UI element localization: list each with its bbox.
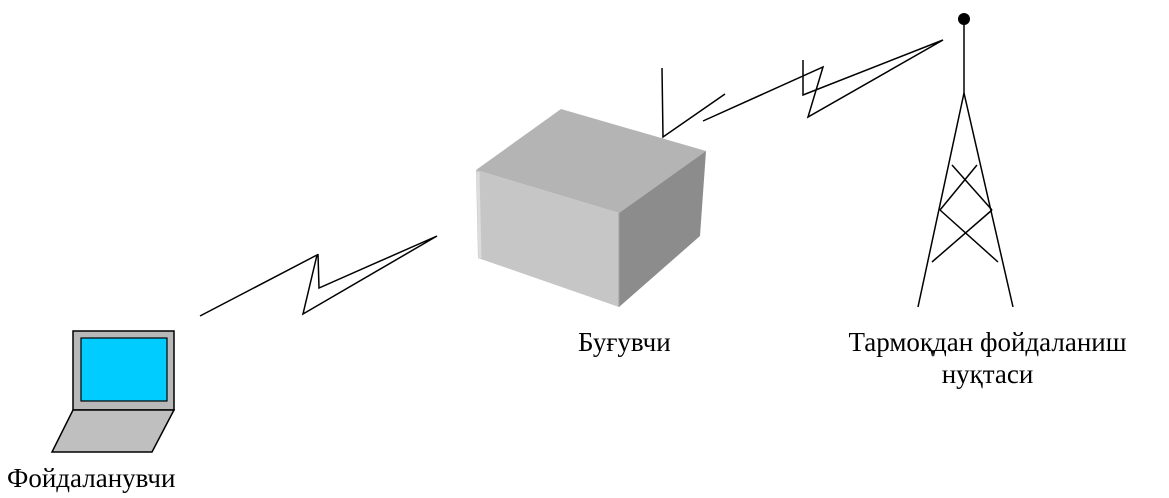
- antenna-icon: [661, 67, 726, 139]
- repeater-label: Буғувчи: [578, 327, 671, 357]
- access-point-label: Тармоқдан фойдаланиш нуқтаси: [815, 326, 1160, 390]
- user-label: Фойдаланувчи: [7, 463, 176, 493]
- laptop-icon: [50, 330, 176, 453]
- wireless-link-repeater-ap: [702, 39, 944, 122]
- access-point-label-line2: нуқтаси: [941, 359, 1034, 389]
- wireless-link-user-repeater: [199, 235, 438, 317]
- tower-leg-right: [963, 92, 1014, 308]
- laptop-base: [50, 409, 176, 453]
- box-front-edge: [476, 171, 482, 259]
- tower-brace: [939, 164, 978, 211]
- tower-brace: [931, 209, 993, 263]
- box-side: [619, 151, 706, 307]
- box-front: [476, 170, 619, 307]
- box-top: [476, 109, 706, 213]
- tower-leg-left: [917, 92, 965, 308]
- access-point-label-line1: Тармоқдан фойдаланиш: [848, 327, 1127, 357]
- box-icon: [476, 109, 706, 307]
- radio-tower-icon: [917, 13, 1014, 308]
- tower-brace: [939, 209, 999, 263]
- tower-brace: [951, 164, 993, 211]
- laptop-screen: [80, 337, 168, 402]
